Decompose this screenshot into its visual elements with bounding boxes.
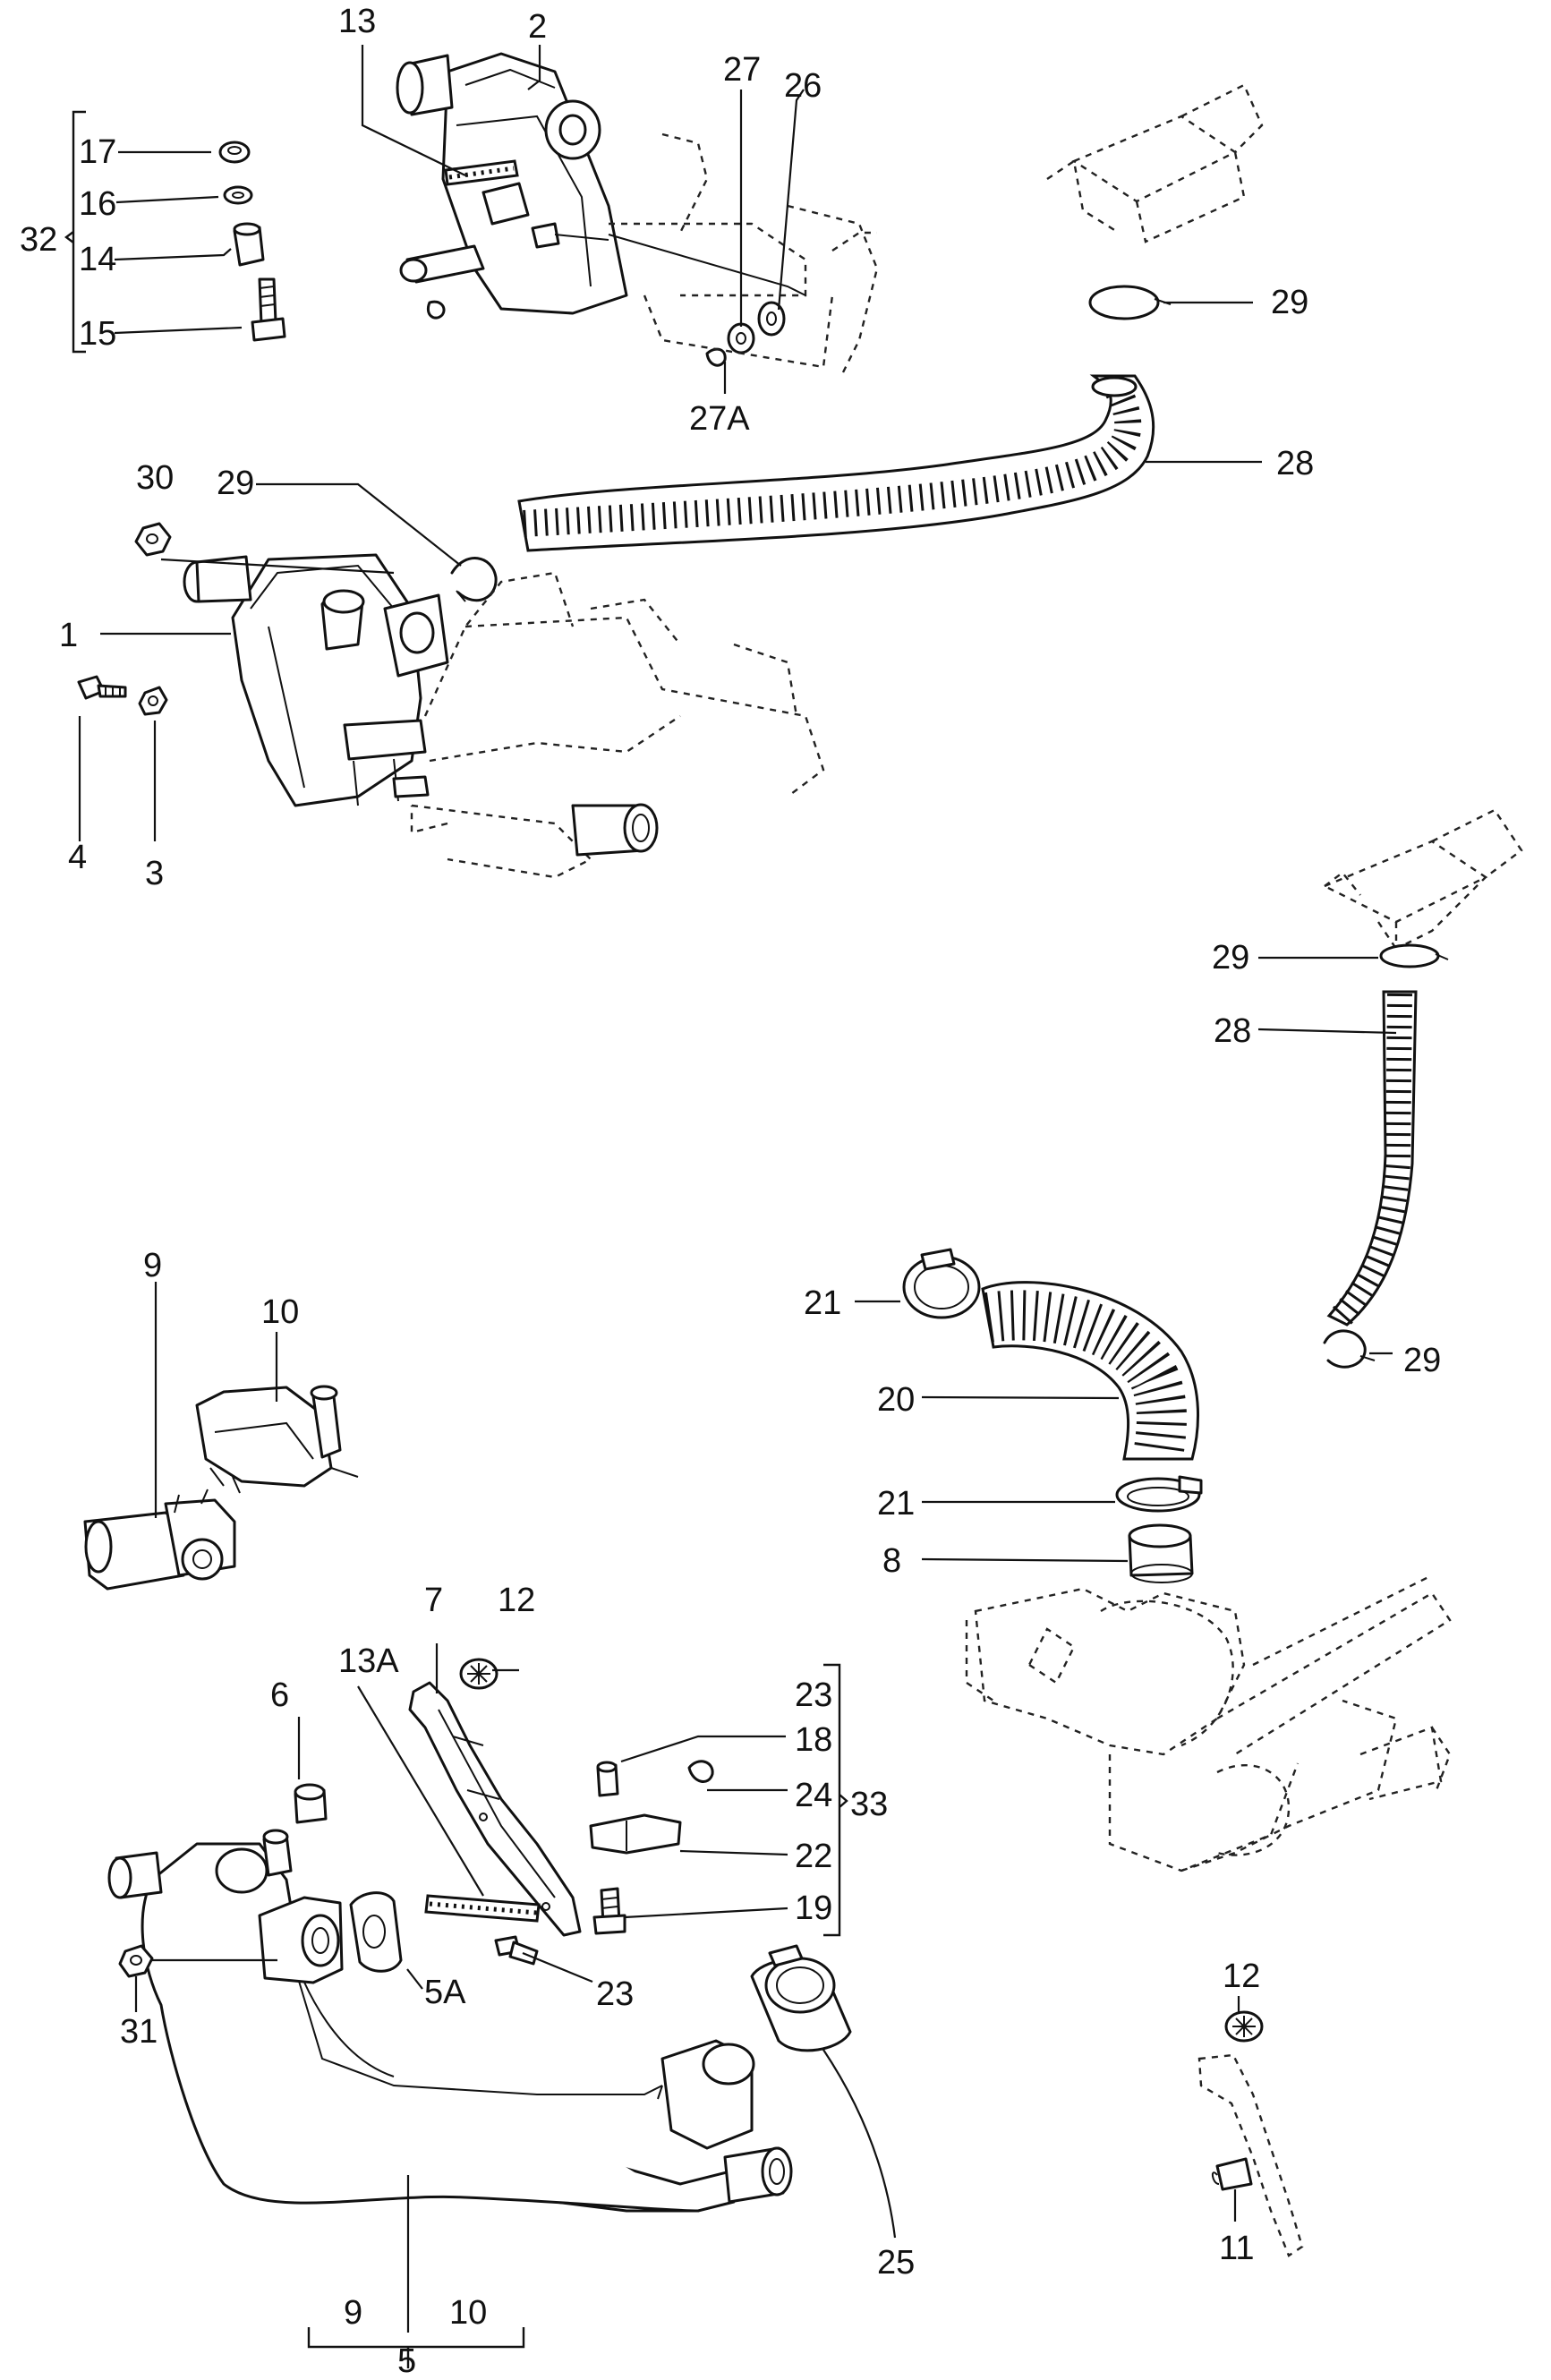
nut-3 — [138, 686, 168, 716]
nut-30 — [134, 522, 172, 557]
label-7: 7 — [424, 1582, 443, 1619]
star-washer-12 — [459, 1658, 499, 1690]
heater-hose-28-short — [1326, 990, 1418, 1328]
label-1: 1 — [59, 617, 78, 654]
bushing-6 — [294, 1783, 328, 1824]
bolt-15 — [251, 277, 286, 342]
label-12-right: 12 — [1223, 1958, 1260, 1995]
label-29-right-bottom: 29 — [1403, 1342, 1441, 1379]
label-10-top: 10 — [261, 1293, 299, 1331]
label-6: 6 — [270, 1676, 289, 1714]
bolt-kit-32 — [64, 110, 286, 354]
label-2: 2 — [528, 8, 547, 46]
hose-clamp-29-mid — [450, 557, 498, 602]
label-12-bottom: 12 — [498, 1582, 535, 1619]
label-17: 17 — [79, 133, 116, 171]
hose-clamp-29-top — [1088, 285, 1172, 320]
label-29-top: 29 — [1271, 284, 1308, 321]
label-29-mid: 29 — [217, 465, 254, 502]
bolt-23 — [494, 1935, 539, 1966]
body-bracket-right — [1322, 808, 1523, 951]
washer-26 — [757, 301, 786, 337]
bolt-19 — [592, 1887, 626, 1935]
tailpipe-stub — [571, 803, 659, 857]
blower-housing-outline — [965, 1574, 1452, 1872]
label-23-bottom: 23 — [596, 1975, 634, 2013]
label-18: 18 — [795, 1721, 832, 1759]
label-8: 8 — [882, 1542, 901, 1580]
label-24: 24 — [795, 1777, 832, 1814]
label-13a: 13A — [338, 1642, 399, 1680]
label-25: 25 — [877, 2244, 915, 2282]
label-33: 33 — [850, 1786, 888, 1823]
heat-exchanger-1 — [183, 553, 449, 807]
screw-4 — [77, 675, 127, 700]
label-30: 30 — [136, 459, 174, 497]
spring-13 — [444, 159, 519, 186]
control-flap-10 — [195, 1385, 359, 1494]
heat-exchanger-5 — [107, 1829, 793, 2213]
control-box-9 — [83, 1489, 236, 1591]
label-9-top: 9 — [143, 1247, 162, 1284]
label-27: 27 — [723, 51, 761, 89]
label-26: 26 — [784, 67, 822, 105]
label-32: 32 — [20, 221, 57, 259]
hose-20 — [981, 1281, 1199, 1461]
clip-24 — [687, 1760, 714, 1783]
engine-outline-mid — [410, 571, 825, 879]
label-4: 4 — [68, 839, 87, 876]
spring-13a — [424, 1894, 541, 1923]
label-22: 22 — [795, 1838, 832, 1875]
label-31: 31 — [120, 2013, 158, 2051]
gasket-5a — [349, 1891, 403, 1973]
label-28-right: 28 — [1214, 1012, 1251, 1050]
clip-27a — [705, 347, 727, 367]
label-11: 11 — [1219, 2230, 1254, 2267]
label-5a: 5A — [424, 1974, 466, 2011]
bracket-11 — [1197, 2053, 1304, 2257]
hose-clamp-29-right-top — [1379, 943, 1449, 968]
label-21-bottom: 21 — [877, 1485, 915, 1523]
sleeve-18 — [596, 1761, 619, 1797]
engine-outline-top — [608, 132, 879, 377]
label-14: 14 — [79, 241, 116, 278]
label-21-top: 21 — [804, 1284, 841, 1322]
label-10-bottom: 10 — [449, 2294, 487, 2332]
washer-27 — [727, 322, 755, 354]
clamp-22 — [589, 1813, 682, 1855]
label-16: 16 — [79, 185, 116, 223]
hose-clamp-21-bottom — [1115, 1475, 1203, 1513]
heat-exchanger-2 — [396, 52, 628, 320]
washer-16 — [223, 185, 253, 205]
hose-clamp-29-right-bottom — [1323, 1329, 1376, 1369]
label-5: 5 — [397, 2342, 416, 2380]
label-28-top: 28 — [1276, 445, 1314, 482]
elbow-8 — [1128, 1523, 1194, 1583]
label-9-bottom: 9 — [344, 2294, 362, 2332]
label-3: 3 — [145, 855, 164, 892]
bracket-7 — [408, 1681, 582, 1937]
label-27a: 27A — [689, 400, 750, 438]
hose-clamp-21-top — [902, 1248, 981, 1319]
star-washer-12-right — [1224, 2010, 1264, 2043]
nut-31 — [118, 1944, 154, 1978]
hose-clamp-25 — [750, 1944, 852, 2052]
label-13: 13 — [338, 3, 376, 40]
heater-hose-28-long — [517, 374, 1155, 552]
sleeve-14 — [233, 222, 265, 267]
label-15: 15 — [79, 315, 116, 353]
body-bracket-top — [1046, 83, 1264, 243]
label-20: 20 — [877, 1381, 915, 1419]
nut-17 — [218, 141, 251, 164]
label-19: 19 — [795, 1889, 832, 1927]
label-23-top: 23 — [795, 1676, 832, 1714]
label-29-right-top: 29 — [1212, 939, 1249, 977]
